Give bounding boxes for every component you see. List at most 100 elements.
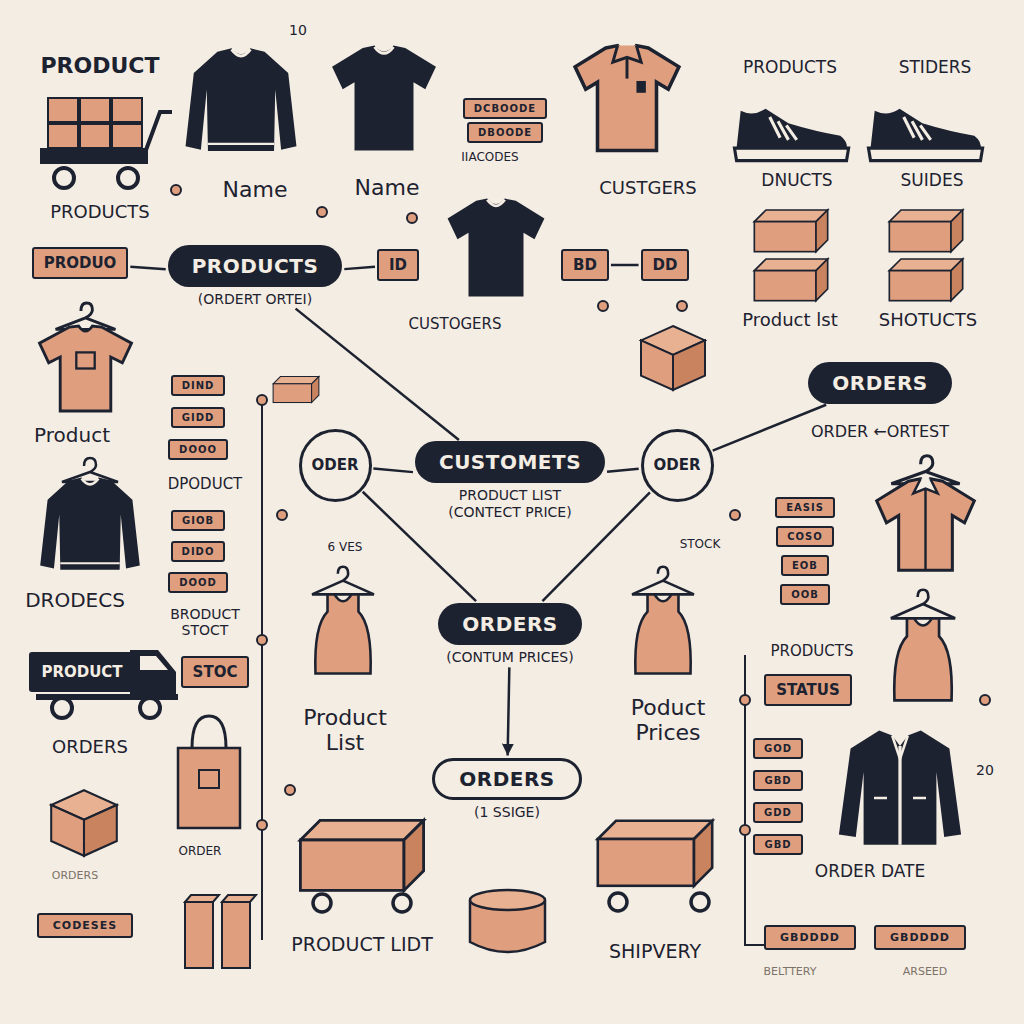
connector-line [508, 667, 510, 755]
node-label: ORDERS [438, 603, 581, 645]
wheel-icon [691, 893, 709, 911]
box-icon [641, 326, 705, 390]
code-box: GDD [753, 802, 803, 823]
node-label: OOB [791, 589, 819, 600]
sweater-icon [186, 48, 297, 151]
node-label: PRODUCT [41, 663, 122, 681]
pin-dot [285, 785, 295, 795]
truck-icon [52, 698, 72, 718]
node-label: GDD [764, 807, 792, 818]
node-label: GOD [764, 743, 792, 754]
node-label: ODER [654, 456, 701, 474]
wheel-icon [313, 894, 331, 912]
code-box: DOOD [168, 572, 228, 593]
text-label: Name [353, 175, 422, 200]
node-label: ORDERS [808, 362, 951, 404]
code-box: GBD [753, 834, 802, 855]
cart-icon [112, 98, 142, 122]
wheel-icon [393, 894, 411, 912]
tall-box-icon [185, 895, 219, 902]
jacket-icon [839, 730, 961, 844]
text-label: PRODUCTS [48, 202, 152, 223]
node-caption: (1 SSIGE) [471, 804, 543, 821]
code-box: DBOODE [467, 122, 543, 143]
node-label: ID [389, 256, 407, 274]
text-label: CUSTOGERS [407, 316, 504, 333]
process-pill: ORDERS(CONTUM PRICES) [438, 603, 581, 666]
node-label: DIDO [182, 546, 215, 557]
text-label: 6 VES [326, 541, 365, 555]
wheel-icon [609, 893, 627, 911]
code-box: CODESES [37, 913, 133, 938]
pin-dot [980, 695, 990, 705]
tank-top-icon [312, 567, 374, 674]
node-label: GBDDDD [890, 931, 950, 944]
tall-box-icon [222, 895, 256, 902]
node-label: GIOB [182, 515, 214, 526]
text-label: DNUCTS [759, 171, 834, 191]
code-box: DIDO [171, 541, 226, 562]
cart-icon [112, 124, 142, 148]
shirt-on-hanger-icon [877, 456, 975, 571]
text-label: 20 [974, 762, 996, 778]
text-label: ORDERS [50, 870, 100, 883]
pin-dot [317, 207, 327, 217]
order-circle: ODER [299, 429, 372, 502]
tank-top-icon [891, 590, 955, 701]
crate-icon [754, 259, 827, 301]
pin-dot [257, 635, 267, 645]
text-label: ORDER DATE [813, 862, 927, 882]
tall-box-icon [185, 902, 213, 968]
pin-dot [677, 301, 687, 311]
text-label: BELTTERY [762, 966, 819, 979]
text-label: PRODUCT [38, 53, 161, 78]
cart-icon [40, 112, 172, 150]
node-label: EASIS [786, 502, 824, 513]
node-label: GBD [764, 839, 791, 850]
cart-icon [48, 98, 78, 122]
tall-box-icon [222, 902, 250, 968]
hanger-icon [62, 458, 118, 482]
field-box: BD [561, 249, 609, 281]
text-label: SUIDES [899, 171, 966, 191]
text-label: DRODECS [23, 589, 127, 612]
code-box: GBDDDD [874, 925, 966, 950]
round-box-icon [470, 890, 545, 952]
node-label: STOC [193, 663, 238, 681]
text-label: PRODUCT LIDT [289, 934, 435, 956]
pin-dot [740, 825, 750, 835]
pin-dot [730, 510, 740, 520]
crate-icon [889, 259, 962, 301]
pin-dot [598, 301, 608, 311]
text-label: STOCK [678, 538, 723, 552]
pin-dot [407, 213, 417, 223]
truck-cargo-box: PRODUCT [29, 652, 134, 692]
field-box: STATUS [764, 674, 852, 706]
cart-icon [54, 168, 74, 188]
process-pill: ORDERS [808, 362, 951, 404]
crate-icon [598, 821, 712, 886]
truck-icon [140, 698, 160, 718]
pin-dot [740, 695, 750, 705]
order-circle: ODER [641, 429, 714, 502]
text-label: SHIPVERY [607, 941, 703, 963]
truck-icon [140, 656, 168, 670]
cart-icon [48, 124, 78, 148]
text-label: Product lst [740, 310, 840, 331]
code-box: GBD [753, 770, 802, 791]
node-label: DD [653, 256, 678, 274]
node-label: GBD [764, 775, 791, 786]
cart-icon [40, 150, 148, 164]
connector-line [607, 469, 639, 472]
code-box: DIND [171, 375, 226, 396]
node-label: ORDERS [432, 758, 581, 800]
text-label: 10 [287, 22, 309, 38]
node-label: EOB [792, 560, 818, 571]
tshirt-icon [448, 199, 545, 297]
field-box: ID [377, 249, 419, 281]
node-label: BD [573, 256, 597, 274]
node-label: DOOO [179, 444, 217, 455]
crate-icon [273, 377, 319, 403]
code-box: OOB [780, 584, 830, 605]
node-caption: (ORDERT ORTEI) [195, 291, 315, 308]
